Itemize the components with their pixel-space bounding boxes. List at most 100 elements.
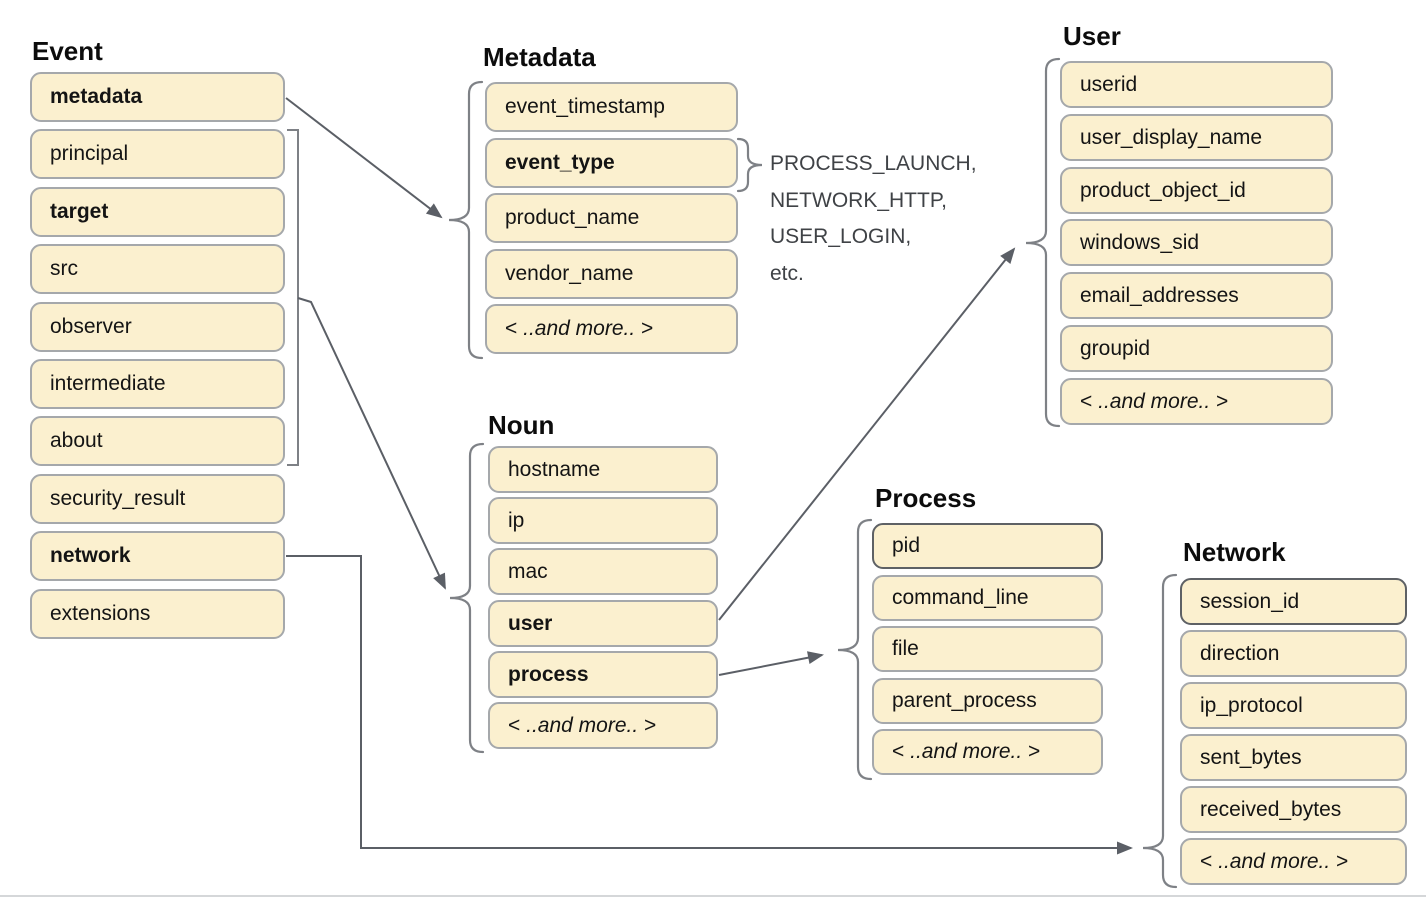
field-box-user-user_display_name: user_display_name bbox=[1060, 114, 1333, 161]
field-label: userid bbox=[1080, 72, 1138, 96]
field-box-process-command_line: command_line bbox=[872, 575, 1103, 621]
connector-metadata-arrow bbox=[285, 97, 443, 219]
field-label: user_display_name bbox=[1080, 125, 1263, 149]
field-box-network-andmore: < ..and more.. > bbox=[1180, 838, 1407, 885]
field-box-noun-mac: mac bbox=[488, 548, 718, 595]
field-label: < ..and more.. > bbox=[1200, 849, 1349, 873]
field-label: file bbox=[892, 637, 919, 660]
bottom-divider bbox=[0, 895, 1426, 897]
field-label: ip_protocol bbox=[1200, 693, 1303, 717]
field-label: sent_bytes bbox=[1200, 745, 1302, 769]
connector-network-arrow bbox=[286, 555, 1133, 855]
field-label: hostname bbox=[508, 457, 601, 481]
group-title-process: Process bbox=[875, 483, 977, 513]
field-label: network bbox=[50, 544, 131, 567]
field-box-event-principal: principal bbox=[30, 129, 285, 179]
field-label: src bbox=[50, 257, 78, 280]
field-label: direction bbox=[1200, 641, 1280, 665]
field-label: groupid bbox=[1080, 336, 1151, 360]
field-box-network-direction: direction bbox=[1180, 630, 1407, 677]
field-label: metadata bbox=[50, 85, 143, 108]
field-label: observer bbox=[50, 315, 132, 338]
field-box-user-groupid: groupid bbox=[1060, 325, 1333, 372]
field-box-metadata-andmore: < ..and more.. > bbox=[485, 304, 738, 354]
group-title-noun: Noun bbox=[488, 410, 555, 440]
brace-user-group bbox=[1025, 57, 1061, 428]
field-box-noun-andmore: < ..and more.. > bbox=[488, 702, 718, 749]
group-title-network: Network bbox=[1183, 537, 1286, 567]
field-box-network-session_id: session_id bbox=[1180, 578, 1407, 625]
field-box-network-received_bytes: received_bytes bbox=[1180, 786, 1407, 833]
field-box-event-security_result: security_result bbox=[30, 474, 285, 524]
field-box-metadata-event_type: event_type bbox=[485, 138, 738, 188]
annotation-line: PROCESS_LAUNCH, bbox=[770, 152, 977, 175]
field-label: < ..and more.. > bbox=[1080, 389, 1229, 413]
field-label: email_addresses bbox=[1080, 283, 1239, 307]
group-title-event: Event bbox=[32, 36, 103, 66]
field-box-noun-user: user bbox=[488, 600, 718, 647]
field-label: product_object_id bbox=[1080, 178, 1246, 202]
field-label: received_bytes bbox=[1200, 797, 1342, 821]
annotation-line: NETWORK_HTTP, bbox=[770, 188, 947, 212]
brace-process-group bbox=[837, 518, 873, 781]
field-label: event_type bbox=[505, 151, 615, 174]
field-box-process-parent_process: parent_process bbox=[872, 678, 1103, 724]
field-label: pid bbox=[892, 534, 921, 557]
field-label: parent_process bbox=[892, 689, 1037, 712]
event-type-examples: PROCESS_LAUNCH, NETWORK_HTTP, USER_LOGIN… bbox=[770, 146, 977, 292]
brace-metadata-group bbox=[448, 80, 484, 360]
field-label: product_name bbox=[505, 206, 640, 229]
field-box-event-src: src bbox=[30, 244, 285, 294]
field-box-metadata-product_name: product_name bbox=[485, 193, 738, 243]
annotation-line: USER_LOGIN, bbox=[770, 225, 912, 248]
field-box-event-extensions: extensions bbox=[30, 589, 285, 639]
field-box-user-email_addresses: email_addresses bbox=[1060, 272, 1333, 319]
field-label: intermediate bbox=[50, 372, 166, 395]
field-label: event_timestamp bbox=[505, 95, 665, 118]
field-box-event-intermediate: intermediate bbox=[30, 359, 285, 409]
field-label: security_result bbox=[50, 487, 186, 510]
field-label: mac bbox=[508, 559, 548, 583]
field-box-event-observer: observer bbox=[30, 302, 285, 352]
field-label: extensions bbox=[50, 602, 151, 625]
brace-network-group bbox=[1142, 573, 1178, 889]
annotation-line: etc. bbox=[770, 261, 804, 285]
field-label: command_line bbox=[892, 586, 1029, 609]
connector-nouns-arrow bbox=[297, 297, 446, 590]
field-label: windows_sid bbox=[1080, 230, 1200, 254]
brace-event-type-callout bbox=[736, 137, 763, 193]
field-label: session_id bbox=[1200, 589, 1300, 613]
field-box-process-pid: pid bbox=[872, 523, 1103, 569]
field-label: < ..and more.. > bbox=[505, 317, 654, 340]
bracket-event-nouns bbox=[287, 129, 299, 466]
field-box-user-windows_sid: windows_sid bbox=[1060, 219, 1333, 266]
connector-user-arrow bbox=[718, 247, 1016, 621]
field-box-process-file: file bbox=[872, 626, 1103, 672]
field-box-noun-process: process bbox=[488, 651, 718, 698]
field-label: process bbox=[508, 662, 589, 686]
field-box-user-userid: userid bbox=[1060, 61, 1333, 108]
field-box-event-metadata: metadata bbox=[30, 72, 285, 122]
field-box-noun-hostname: hostname bbox=[488, 446, 718, 493]
field-label: target bbox=[50, 200, 109, 223]
field-box-event-network: network bbox=[30, 531, 285, 581]
group-title-metadata: Metadata bbox=[483, 42, 596, 72]
field-box-network-sent_bytes: sent_bytes bbox=[1180, 734, 1407, 781]
field-box-noun-ip: ip bbox=[488, 497, 718, 544]
field-label: ip bbox=[508, 508, 525, 532]
field-label: vendor_name bbox=[505, 262, 634, 285]
group-title-user: User bbox=[1063, 21, 1121, 51]
brace-noun-group bbox=[449, 442, 485, 754]
field-label: < ..and more.. > bbox=[508, 713, 657, 737]
field-box-metadata-event_timestamp: event_timestamp bbox=[485, 82, 738, 132]
field-label: user bbox=[508, 611, 553, 635]
field-label: about bbox=[50, 429, 103, 452]
field-box-metadata-vendor_name: vendor_name bbox=[485, 249, 738, 299]
field-box-network-ip_protocol: ip_protocol bbox=[1180, 682, 1407, 729]
field-box-process-andmore: < ..and more.. > bbox=[872, 729, 1103, 775]
field-box-user-andmore: < ..and more.. > bbox=[1060, 378, 1333, 425]
field-box-event-target: target bbox=[30, 187, 285, 237]
field-box-user-product_object_id: product_object_id bbox=[1060, 167, 1333, 214]
